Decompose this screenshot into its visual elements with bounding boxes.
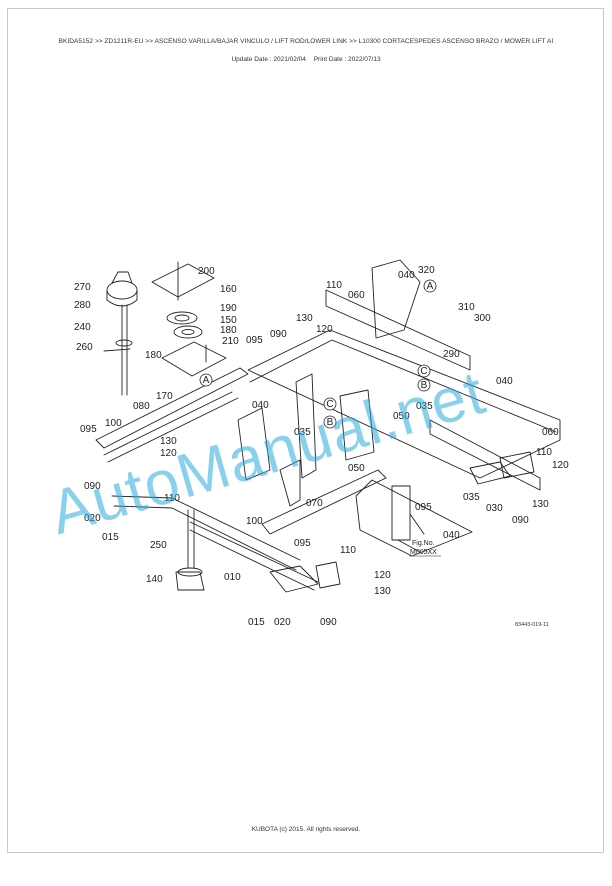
part-label: 070 — [306, 498, 323, 509]
part-label: 020 — [274, 617, 291, 628]
part-label: 120 — [316, 324, 333, 335]
part-label: 280 — [74, 300, 91, 311]
part-label: 030 — [486, 503, 503, 514]
part-label: 090 — [320, 617, 337, 628]
callout-b-right — [417, 378, 431, 392]
part-label: 130 — [160, 436, 177, 447]
part-label: 130 — [532, 499, 549, 510]
footer-copyright: KUBOTA (c) 2015. All rights reserved. — [251, 826, 361, 833]
part-label: 300 — [474, 313, 491, 324]
part-label: 110 — [536, 447, 552, 458]
callout-c-right — [417, 364, 431, 378]
part-label: 160 — [220, 284, 237, 295]
part-label: 050 — [348, 463, 365, 474]
callout-b-left — [323, 415, 337, 429]
breadcrumb: BKIDA5152 >> ZD1211R-EU >> ASCENSO VARIL… — [58, 38, 554, 45]
reference-code: 83443-019-11 — [515, 622, 549, 628]
part-label: 095 — [80, 424, 97, 435]
part-label: 130 — [296, 313, 313, 324]
callout-letter: B — [327, 417, 334, 428]
part-label: 120 — [160, 448, 177, 459]
part-label: 035 — [294, 427, 311, 438]
page-frame — [7, 8, 604, 853]
fig-number: M005XX — [410, 549, 437, 556]
part-label: 090 — [270, 329, 287, 340]
part-label: 110 — [326, 280, 342, 291]
part-label: 130 — [374, 586, 391, 597]
callout-letter: C — [326, 399, 333, 410]
fig-label: Fig.No. — [412, 540, 435, 547]
part-label: 100 — [105, 418, 122, 429]
part-label: 140 — [146, 574, 163, 585]
part-label: 080 — [133, 401, 150, 412]
callout-letters — [199, 279, 437, 429]
part-label: 015 — [102, 532, 119, 543]
part-label: 010 — [224, 572, 241, 583]
part-label: 095 — [415, 502, 432, 513]
callout-letter: A — [427, 281, 434, 292]
callout-letter: A — [203, 375, 210, 386]
part-label: 100 — [246, 516, 263, 527]
callout-a-upper — [423, 279, 437, 293]
part-labels: 270 280 240 260 200 160 190 150 180 180 … — [74, 265, 569, 628]
callout-c-left — [323, 397, 337, 411]
part-label: 090 — [84, 481, 101, 492]
part-label: 120 — [374, 570, 391, 581]
part-label: 320 — [418, 265, 435, 276]
part-label: 170 — [156, 391, 173, 402]
part-label: 050 — [393, 411, 410, 422]
part-label: 015 — [248, 617, 265, 628]
part-label: 040 — [252, 400, 269, 411]
part-label: 040 — [496, 376, 513, 387]
callout-letter-text: A A C C B B — [203, 281, 434, 428]
part-label: 190 — [220, 303, 237, 314]
part-label: 020 — [84, 513, 101, 524]
callout-a-lower — [199, 373, 213, 387]
part-label: 180 — [145, 350, 162, 361]
part-label: 035 — [416, 401, 433, 412]
part-label: 095 — [246, 335, 263, 346]
part-label: 040 — [443, 530, 460, 541]
part-label: 310 — [458, 302, 475, 313]
part-label: 095 — [294, 538, 311, 549]
part-label: 180 — [220, 325, 237, 336]
part-label: 090 — [512, 515, 529, 526]
part-label: 210 — [222, 336, 239, 347]
date-line: Update Date : 2021/02/04 Print Date : 20… — [0, 56, 612, 63]
part-label: 120 — [552, 460, 569, 471]
part-label: 240 — [74, 322, 91, 333]
part-label: 040 — [398, 270, 415, 281]
print-date: Print Date : 2022/07/13 — [313, 56, 381, 63]
part-label: 200 — [198, 266, 215, 277]
diagram-linework — [95, 259, 561, 593]
part-label: 270 — [74, 282, 91, 293]
part-label: 035 — [463, 492, 480, 503]
part-label: 150 — [220, 315, 237, 326]
callout-letter: B — [421, 380, 428, 391]
part-label: 250 — [150, 540, 167, 551]
part-label: 060 — [542, 427, 559, 438]
callout-letter: C — [420, 366, 427, 377]
part-label: 290 — [443, 349, 460, 360]
part-label: 110 — [164, 493, 180, 504]
part-label: 260 — [76, 342, 93, 353]
update-date: Update Date : 2021/02/04 — [231, 56, 306, 63]
part-label: 110 — [340, 545, 356, 556]
part-label: 060 — [348, 290, 365, 301]
